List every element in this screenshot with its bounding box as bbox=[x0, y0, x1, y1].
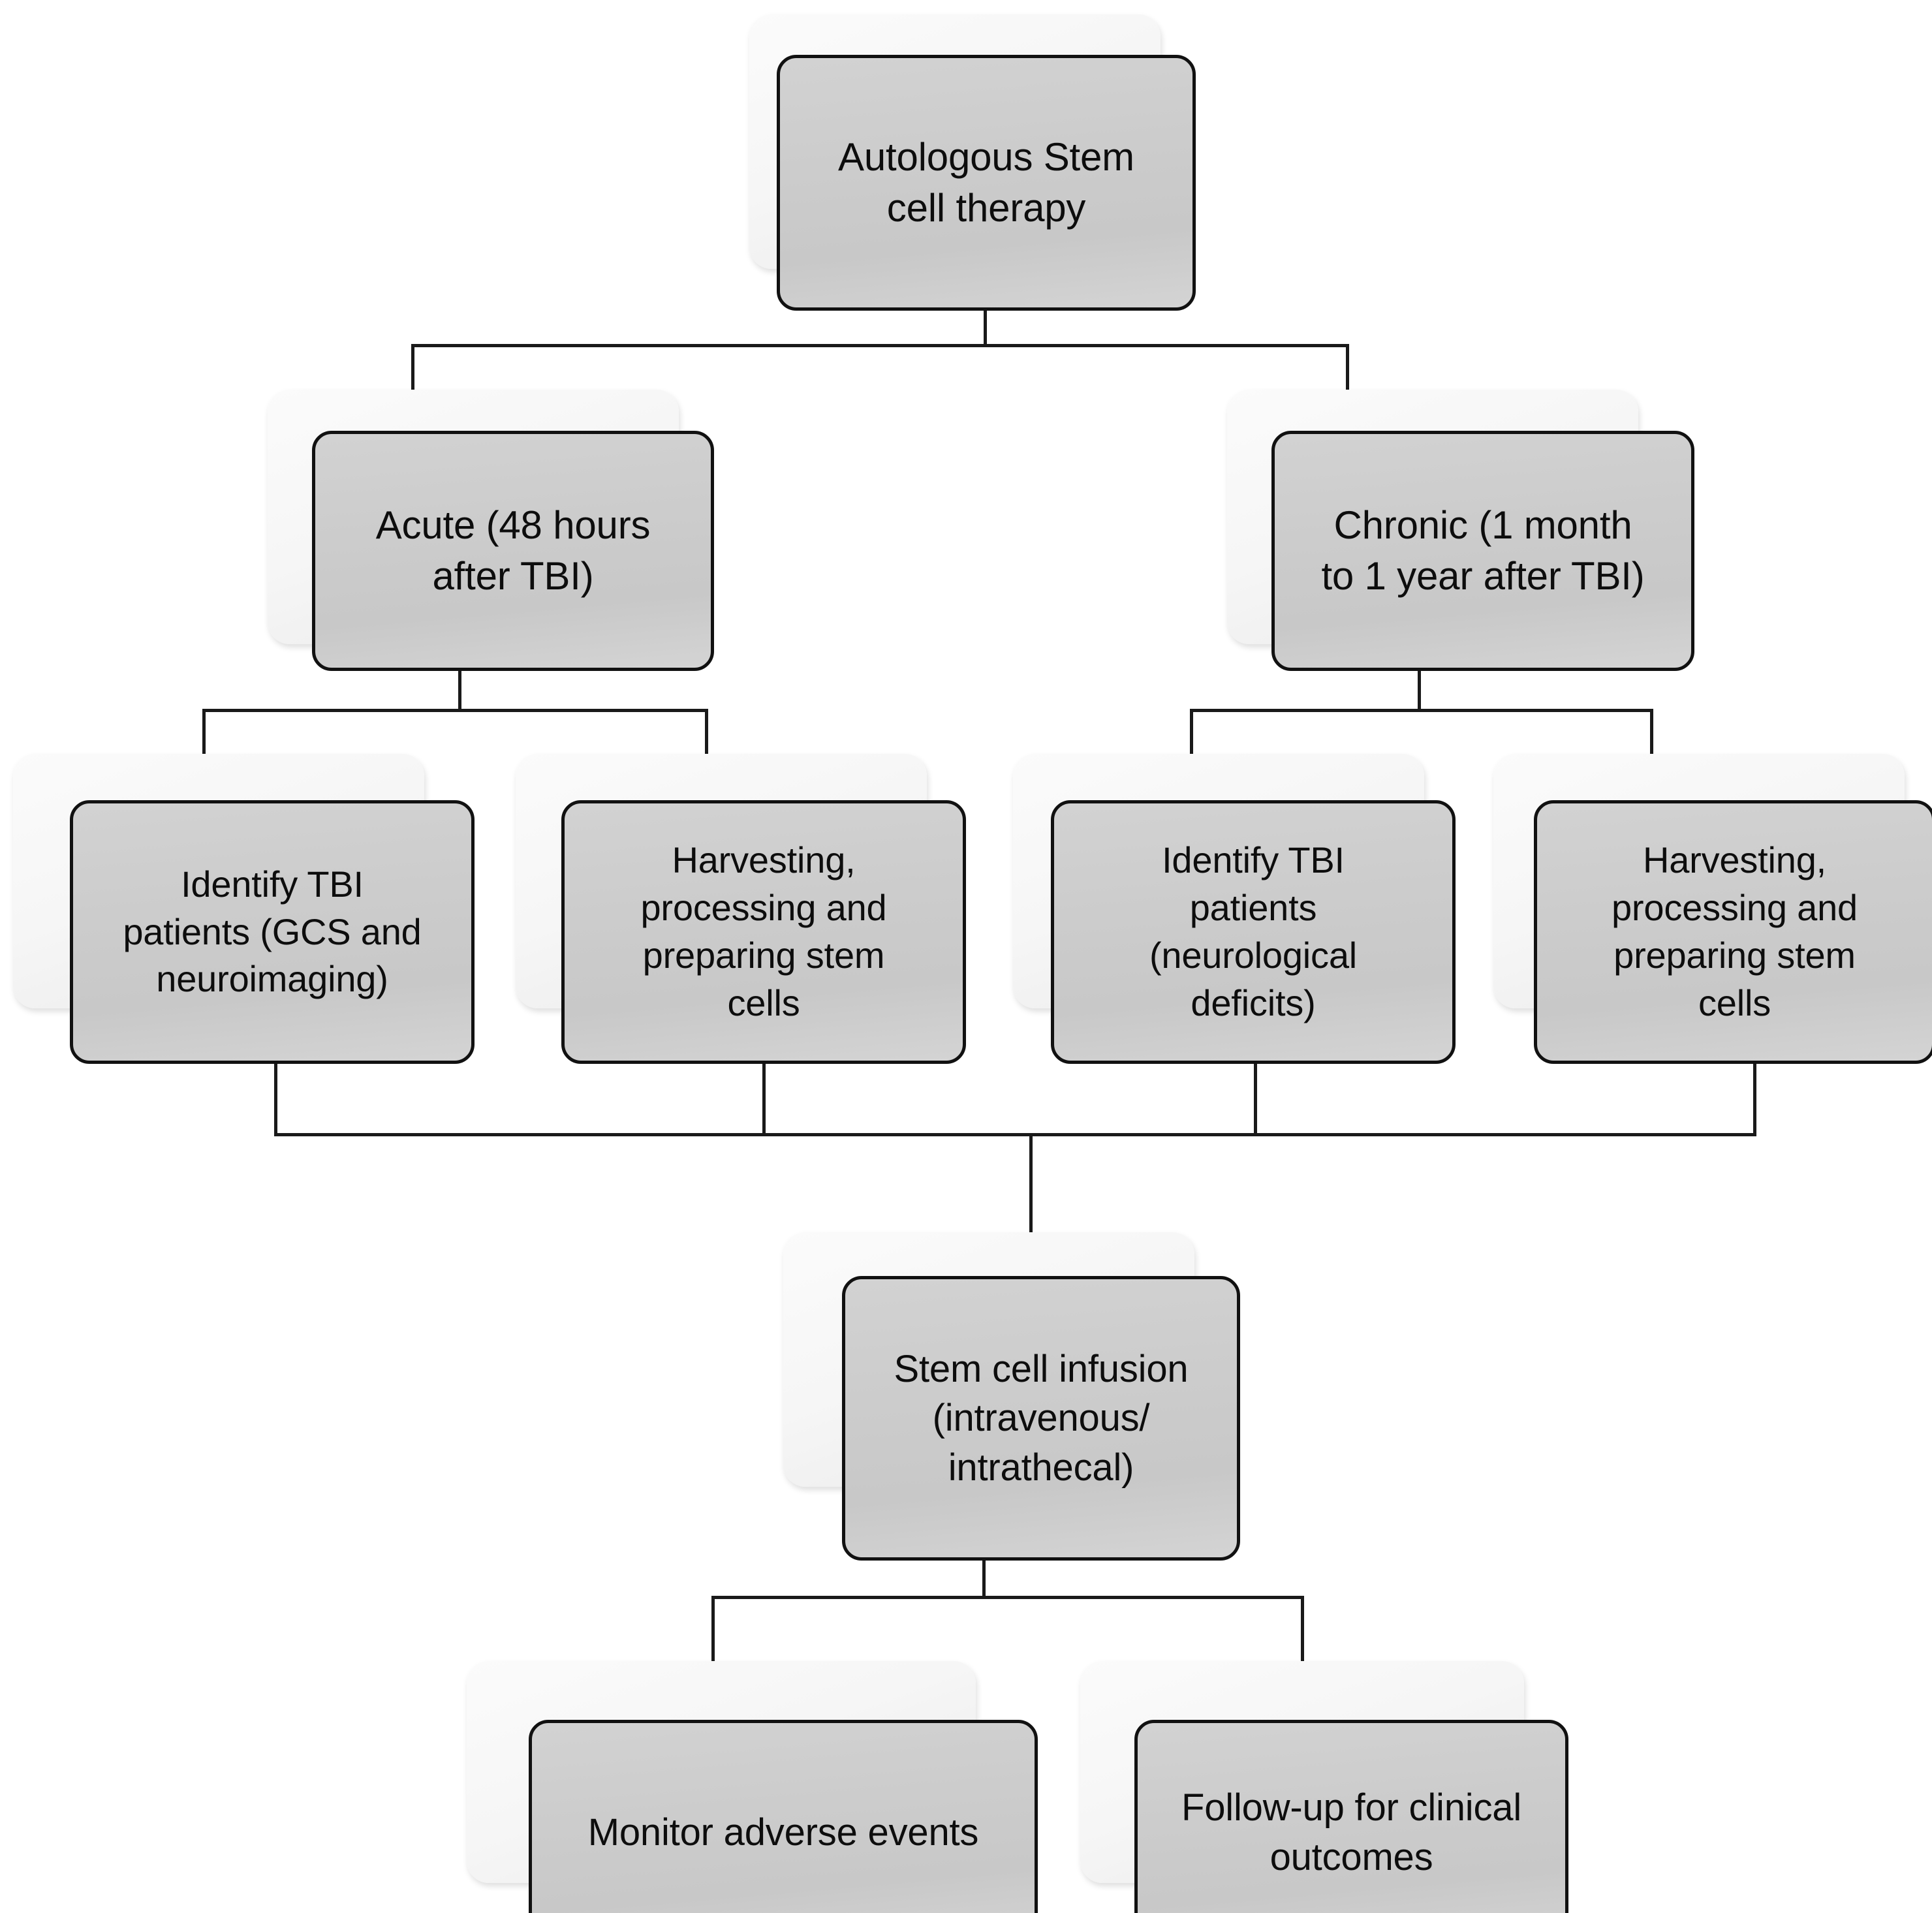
connector-acute-harvest-down bbox=[762, 1061, 766, 1136]
chronic-card[interactable]: Chronic (1 month to 1 year after TBI) bbox=[1271, 431, 1694, 671]
connector-root-down bbox=[984, 305, 987, 346]
acute-harvest-card[interactable]: Harvesting, processing and preparing ste… bbox=[561, 800, 966, 1064]
root-card[interactable]: Autologous Stem cell therapy bbox=[777, 55, 1196, 311]
connector-infusion-down bbox=[982, 1557, 986, 1598]
connector-chronic-left-drop bbox=[1190, 709, 1193, 781]
connector-to-chronic bbox=[1346, 344, 1349, 422]
chronic-label: Chronic (1 month to 1 year after TBI) bbox=[1321, 503, 1645, 598]
chronic-identify-label: Identify TBI patients (neurological defi… bbox=[1149, 839, 1358, 1023]
connector-to-monitor bbox=[711, 1596, 715, 1670]
chronic-harvest-card[interactable]: Harvesting, processing and preparing ste… bbox=[1534, 800, 1932, 1064]
monitor-card[interactable]: Monitor adverse events bbox=[529, 1720, 1038, 1913]
connector-acute-left-drop bbox=[202, 709, 206, 781]
connector-chronic-right-drop bbox=[1650, 709, 1653, 781]
connector-acute-right-drop bbox=[705, 709, 708, 781]
acute-label: Acute (48 hours after TBI) bbox=[375, 503, 651, 598]
followup-card[interactable]: Follow-up for clinical outcomes bbox=[1134, 1720, 1568, 1913]
monitor-label: Monitor adverse events bbox=[587, 1811, 979, 1854]
infusion-label: Stem cell infusion (intravenous/ intrath… bbox=[894, 1347, 1189, 1489]
connector-chronic-bar bbox=[1190, 709, 1653, 712]
connector-acute-identify-down bbox=[274, 1061, 277, 1136]
connector-chronic-harvest-down bbox=[1753, 1061, 1756, 1136]
chronic-harvest-label: Harvesting, processing and preparing ste… bbox=[1611, 839, 1858, 1023]
connector-acute-bar bbox=[202, 709, 708, 712]
connector-merge-bar bbox=[274, 1133, 1756, 1136]
followup-label: Follow-up for clinical outcomes bbox=[1181, 1786, 1521, 1878]
connector-merge-to-infusion bbox=[1029, 1133, 1033, 1277]
connector-leaf-bar bbox=[711, 1596, 1304, 1599]
acute-harvest-label: Harvesting, processing and preparing ste… bbox=[640, 839, 887, 1023]
acute-identify-card[interactable]: Identify TBI patients (GCS and neuroimag… bbox=[70, 800, 475, 1064]
acute-card[interactable]: Acute (48 hours after TBI) bbox=[312, 431, 714, 671]
connector-chronic-down bbox=[1418, 667, 1421, 711]
connector-to-followup bbox=[1301, 1596, 1304, 1670]
infusion-card[interactable]: Stem cell infusion (intravenous/ intrath… bbox=[842, 1276, 1240, 1561]
acute-identify-label: Identify TBI patients (GCS and neuroimag… bbox=[123, 863, 422, 1000]
connector-acute-down bbox=[458, 667, 461, 711]
chronic-identify-card[interactable]: Identify TBI patients (neurological defi… bbox=[1051, 800, 1456, 1064]
connector-to-acute bbox=[411, 344, 414, 422]
root-label: Autologous Stem cell therapy bbox=[838, 135, 1134, 230]
connector-chronic-identify-down bbox=[1254, 1061, 1257, 1136]
connector-level1-bar bbox=[411, 344, 1349, 347]
